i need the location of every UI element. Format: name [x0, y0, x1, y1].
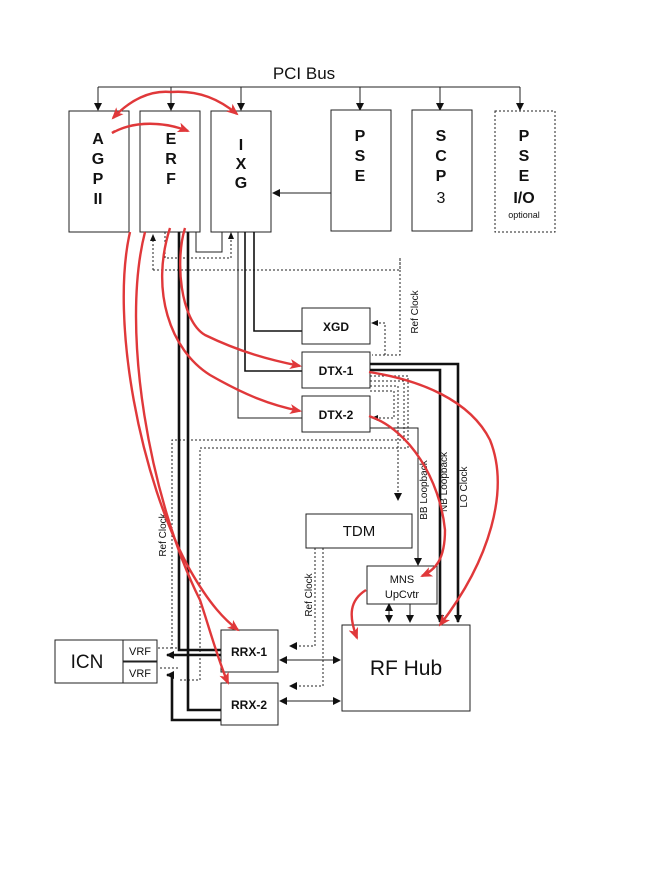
- flow-arrow-dtx2-mns: [368, 414, 447, 578]
- flow-arrow-dtx1-rfhub: [368, 370, 499, 627]
- flow-arrow-rrx2-erf: [134, 231, 230, 685]
- svg-text:S: S: [519, 148, 530, 165]
- svg-text:R: R: [165, 151, 177, 168]
- bb-loopback-line: [370, 427, 422, 566]
- card-erf: E R F: [139, 110, 201, 233]
- ixg-outputs: [237, 232, 302, 419]
- svg-text:Ref Clock: Ref Clock: [304, 572, 315, 616]
- flow-arrow-agp-erf: [111, 122, 190, 135]
- card-pse: P S E: [330, 109, 392, 232]
- svg-text:RRX-1: RRX-1: [231, 645, 267, 659]
- block-tdm: TDM: [305, 513, 413, 549]
- bb-loopback-label: BB Loopback: [419, 459, 430, 519]
- svg-text:S: S: [436, 128, 447, 145]
- svg-text:E: E: [519, 168, 530, 185]
- card-pse-io-optional: P S E I/O optional: [494, 110, 556, 233]
- svg-text:XGD: XGD: [323, 320, 349, 334]
- block-rrx-2: RRX-2: [220, 682, 279, 726]
- ref-clock-top: Ref Clock: [371, 258, 421, 356]
- rrx-to-vrf-lines: [158, 647, 221, 722]
- svg-text:F: F: [166, 171, 176, 188]
- block-rrx-1: RRX-1: [220, 629, 279, 673]
- flow-arrow-erf-dtx1: [178, 227, 302, 369]
- lo-clock-label: LO Clock: [459, 465, 470, 507]
- svg-text:MNS: MNS: [390, 574, 414, 586]
- svg-text:Ref Clock: Ref Clock: [410, 289, 421, 333]
- svg-text:TDM: TDM: [343, 523, 376, 540]
- svg-text:VRF: VRF: [129, 668, 151, 680]
- mns-to-rfhub: [385, 603, 414, 623]
- svg-text:E: E: [355, 168, 366, 185]
- flow-arrow-rrx1-erf: [122, 231, 240, 632]
- svg-text:I: I: [239, 137, 243, 154]
- block-vrf-2: VRF: [122, 661, 158, 684]
- card-scp3: S C P 3: [411, 109, 473, 232]
- svg-text:UpCvtr: UpCvtr: [385, 589, 420, 601]
- svg-text:I/O: I/O: [513, 190, 534, 207]
- svg-text:X: X: [236, 156, 247, 173]
- block-dtx-1: DTX-1: [301, 351, 371, 389]
- dtx1-to-rfhub: [370, 362, 462, 623]
- svg-text:II: II: [94, 191, 103, 208]
- rrx-rfhub-links: [279, 656, 341, 705]
- pci-bus-label: PCI Bus: [273, 64, 335, 83]
- svg-text:S: S: [355, 148, 366, 165]
- svg-text:P: P: [93, 171, 104, 188]
- svg-text:ICN: ICN: [71, 652, 104, 673]
- pci-bus-line: [94, 86, 524, 111]
- block-icn: ICN: [54, 639, 124, 684]
- svg-text:A: A: [92, 131, 104, 148]
- svg-text:G: G: [235, 175, 247, 192]
- svg-text:P: P: [355, 128, 366, 145]
- block-xgd: XGD: [301, 307, 371, 345]
- svg-text:DTX-1: DTX-1: [319, 364, 354, 378]
- flow-arrow-erf-ixg: [170, 90, 239, 116]
- erf-to-rrx-lines: [177, 232, 221, 712]
- svg-text:E: E: [166, 131, 177, 148]
- svg-text:G: G: [92, 151, 104, 168]
- block-mns-upcvtr: MNS UpCvtr: [366, 565, 438, 605]
- flow-arrow-mns-rfhub: [348, 588, 367, 640]
- card-ixg: I X G: [210, 110, 272, 233]
- card-agp-ii: A G P II: [68, 110, 130, 233]
- svg-text:3: 3: [437, 190, 446, 207]
- svg-text:VRF: VRF: [129, 646, 151, 658]
- optional-note: optional: [508, 210, 540, 220]
- flow-arrow-erf-dtx2: [160, 227, 302, 414]
- block-rf-hub: RF Hub: [341, 624, 471, 712]
- svg-text:P: P: [519, 128, 530, 145]
- svg-text:C: C: [435, 148, 447, 165]
- data-flow-arrows: [111, 90, 499, 685]
- flow-arrow-erf-agp: [111, 90, 172, 120]
- svg-text:P: P: [436, 168, 447, 185]
- block-vrf-1: VRF: [122, 639, 158, 662]
- svg-text:RF Hub: RF Hub: [370, 657, 442, 680]
- ref-clock-left-label: Ref Clock: [158, 512, 169, 556]
- block-dtx-2: DTX-2: [301, 395, 371, 433]
- svg-text:RRX-2: RRX-2: [231, 698, 267, 712]
- svg-text:DTX-2: DTX-2: [319, 408, 354, 422]
- tdm-ref-clock: Ref Clock: [289, 548, 324, 690]
- nb-loopback-label: NB Loopback: [439, 451, 450, 512]
- flow-arrow-agp-head: [111, 130, 116, 134]
